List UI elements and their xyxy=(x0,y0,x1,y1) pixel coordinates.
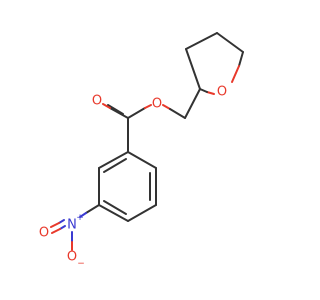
bond xyxy=(206,91,215,95)
bond xyxy=(127,107,146,119)
bond xyxy=(238,51,244,67)
bond xyxy=(103,158,127,173)
bond xyxy=(98,151,129,169)
bond xyxy=(169,108,186,119)
bond xyxy=(144,104,152,109)
ring-oxygen-label: O xyxy=(217,85,227,100)
bond xyxy=(103,200,127,215)
carbonyl-oxygen-label: O xyxy=(92,94,102,109)
bond xyxy=(162,104,171,110)
tetrahydrofuran-ring xyxy=(184,32,244,119)
nitro-group xyxy=(50,204,100,251)
nitro-oxygen-left-label: O xyxy=(39,226,49,241)
bond xyxy=(185,32,218,50)
benzene-ring xyxy=(98,151,157,222)
molecule-diagram: O O O N + O O − xyxy=(39,32,244,269)
bond xyxy=(185,48,201,90)
bond xyxy=(85,204,100,214)
bond xyxy=(98,204,129,222)
bond xyxy=(50,222,60,228)
oxygen-negative-charge: − xyxy=(77,259,85,269)
bond xyxy=(127,151,157,169)
bond xyxy=(127,204,157,222)
bond xyxy=(184,88,201,119)
ester-group xyxy=(102,103,186,153)
bond xyxy=(231,65,240,83)
bond xyxy=(199,88,208,93)
bond xyxy=(216,32,244,53)
bond xyxy=(79,212,87,218)
bond xyxy=(109,107,129,119)
bond xyxy=(102,103,111,109)
nitro-oxygen-bottom-label: O xyxy=(67,250,77,265)
bond xyxy=(51,228,61,234)
nitro-nitrogen-label: N xyxy=(67,218,77,233)
ester-oxygen-label: O xyxy=(152,97,162,112)
nitrogen-positive-charge: + xyxy=(76,213,84,223)
bond xyxy=(107,104,124,115)
